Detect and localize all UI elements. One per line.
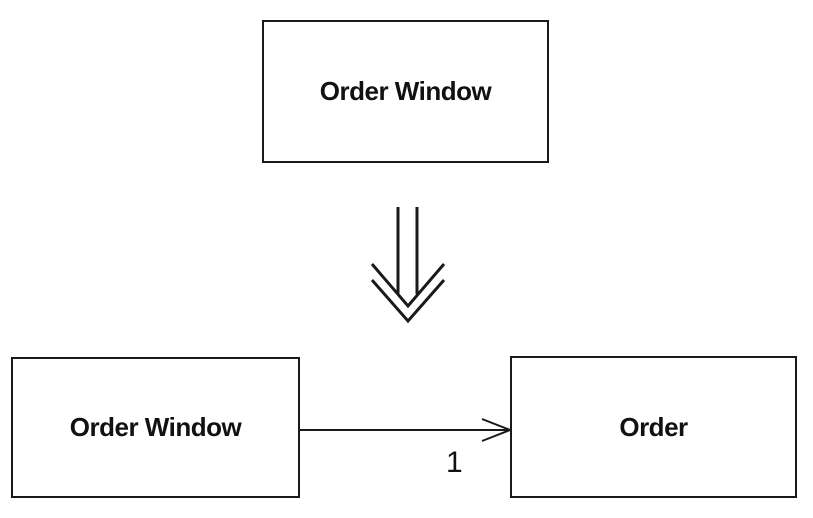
- order-label: Order: [619, 411, 688, 442]
- association-arrow: [300, 418, 513, 442]
- association-multiplicity: 1: [446, 446, 463, 479]
- refinement-arrow-icon: [370, 207, 446, 324]
- order-window-class-box: Order Window: [11, 357, 300, 498]
- order-window-class-box-top: Order Window: [262, 20, 549, 163]
- order-window-label: Order Window: [69, 412, 242, 442]
- order-window-label-top: Order Window: [319, 76, 492, 106]
- order-class-box: Order: [510, 356, 797, 498]
